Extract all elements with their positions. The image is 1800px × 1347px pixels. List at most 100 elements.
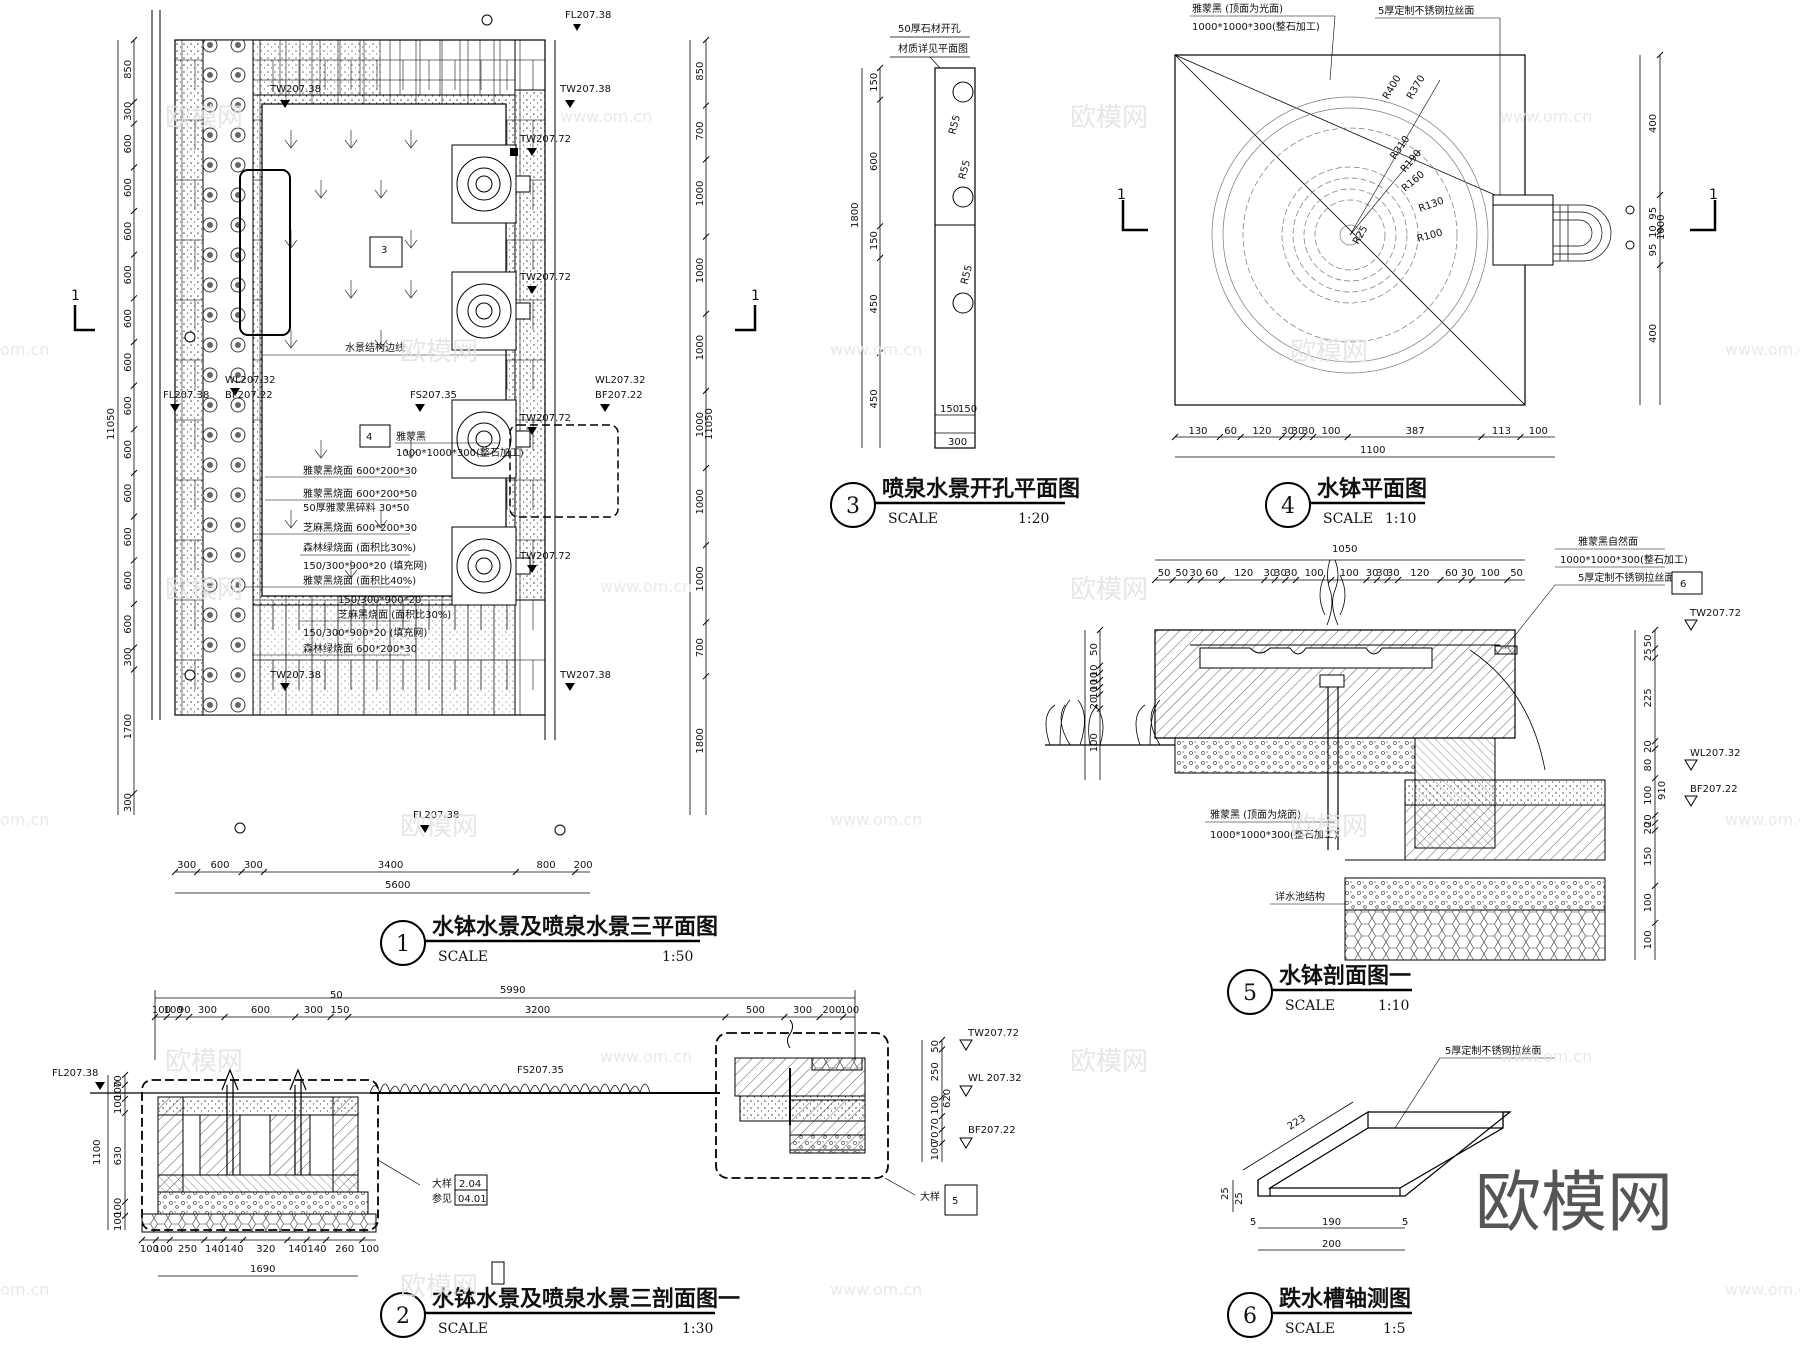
v5-dim-top-tick-5 — [1260, 576, 1268, 584]
watermark-text: 欧模网 — [400, 1272, 478, 1302]
elev-bf-left: BF207.22 — [225, 390, 273, 401]
v4-dim-bottom-8: 113 — [1492, 426, 1511, 437]
plan-dim-left-9: 600 — [123, 440, 134, 459]
sec2-dim-top-tick-10 — [816, 1013, 824, 1021]
sec2-dim-top-tick-7 — [344, 1013, 352, 1021]
v1-title: 水钵水景及喷泉水景三平面图 — [432, 914, 718, 940]
plan-dim-right-3: 1000 — [695, 258, 706, 283]
plan-material-notes: 水景结构边线 雅蒙黑 1000*1000*300(整石加工) 雅蒙黑烧面 600… — [245, 341, 524, 656]
plan-dim-right-5: 1000 — [695, 412, 706, 437]
elev-bf-right: BF207.22 — [595, 390, 643, 401]
watermark-site: www.om.cn — [1725, 340, 1800, 359]
sec2-dim-bottom-5: 320 — [256, 1244, 275, 1255]
sec2-dim-bottom-6: 140 — [288, 1244, 307, 1255]
sec2-dim-top-0: 100 — [152, 1005, 171, 1016]
v3-dim-bottom-0: 150 — [940, 404, 959, 415]
v5-dim-right-tick-1 — [1651, 645, 1659, 652]
v5-dim-left-6: 100 — [1089, 733, 1100, 752]
plan-dim-bottom-tick-3 — [260, 868, 268, 876]
sec2-dim-top-10: 200 — [822, 1005, 841, 1016]
v5-dim-right-tick-3 — [1651, 737, 1659, 745]
title-block-3: 3 喷泉水景开孔平面图 SCALE 1:20 — [830, 476, 1080, 528]
elev-fl-top: FL207.38 — [565, 10, 611, 21]
v5-dim-top-tick-14 — [1437, 576, 1444, 584]
sec2-dim-top-1: 100 — [164, 1005, 183, 1016]
v5-dim-left-tick-3 — [1096, 676, 1104, 684]
watermark-site: www.om.cn — [1725, 1280, 1800, 1299]
v3-dim-bottom-total: 300 — [948, 437, 967, 448]
v3-num: 3 — [846, 494, 860, 519]
plan-dims-left: 8503006006006006006006006006006006006006… — [123, 36, 138, 812]
watermark-text: 欧模网 — [165, 103, 243, 133]
title-block-2: 2 水钵水景及喷泉水景三剖面图一 SCALE 1:30 — [380, 1261, 740, 1338]
plan-dim-right-9: 1800 — [695, 728, 706, 753]
sec2-dim-bottom-tick-1 — [152, 1236, 160, 1244]
watermark-site: www.om.cn — [830, 810, 922, 829]
plan-dim-bottom-2: 300 — [244, 860, 263, 871]
v5-dim-top-tick-2 — [1186, 576, 1194, 584]
v6-dim-t2: 5 — [1402, 1217, 1408, 1228]
plan-dim-left-tick-8 — [130, 382, 138, 390]
plan-dim-right-tick-0 — [702, 36, 710, 44]
sec2-dim-bottom-3: 140 — [205, 1244, 224, 1255]
note-0: 水景结构边线 — [345, 341, 405, 354]
v6-dim-h2: 25 — [1234, 1192, 1245, 1205]
sec2-dim-left-1: 100 — [113, 1081, 124, 1100]
v3-dim-left-tick-0 — [876, 64, 884, 72]
v5-dim-right-tick-7 — [1651, 819, 1659, 827]
v5-dim-top-tick-13 — [1394, 576, 1402, 584]
plan-dim-right-tick-5 — [702, 387, 710, 395]
plan-dim-bottom-tick-0 — [171, 868, 179, 876]
v5-note-5: 详水池结构 — [1275, 890, 1325, 903]
v4-cut-left: 1 — [1117, 187, 1126, 203]
plan-dim-left-tick-3 — [130, 163, 138, 171]
v1-scale: 1:50 — [662, 949, 693, 965]
plan-dim-right-7: 1000 — [695, 566, 706, 591]
v5-dim-right-3: 20 — [1643, 740, 1654, 753]
plan-dim-left-14: 300 — [123, 647, 134, 666]
v4-dim-bottom-tick-8 — [1478, 433, 1485, 441]
elev-tw-bl: TW207.38 — [269, 670, 321, 681]
plan-dim-right-0: 850 — [695, 62, 706, 81]
watermark-site: www.om.cn — [830, 1280, 922, 1299]
sec2-elev-fs: FS207.35 — [517, 1065, 564, 1076]
v5-dim-top-3: 60 — [1205, 568, 1218, 579]
v5-dim-top-6: 30 — [1274, 568, 1287, 579]
elev-tw-tl: TW207.38 — [269, 84, 321, 95]
watermark-site: www.om.cn — [830, 340, 922, 359]
sec2-dim-top-9: 300 — [793, 1005, 812, 1016]
v4-dim-bottom-total: 1100 — [1360, 445, 1385, 456]
sec2-elev-tw: TW207.72 — [967, 1028, 1019, 1039]
plan-dim-left-0: 850 — [123, 60, 134, 79]
v6-dim-w-out: 200 — [1322, 1239, 1341, 1250]
sec2-dim-bottom-4: 140 — [224, 1244, 243, 1255]
sec2-dim-right-0: 50 — [930, 1040, 941, 1053]
sec2-dim-right-1: 250 — [930, 1062, 941, 1081]
v3-dim-left-total: 1800 — [850, 203, 861, 228]
sec2-detail1-ref-top: 2.04 — [459, 1179, 481, 1190]
sec2-dim-top-tick-5 — [291, 1013, 299, 1021]
hole-plan-view-3: 50厚石材开孔 材质详见平面图 R55 R55 R55 150600150450… — [850, 22, 977, 449]
v6-dim-len: 223 — [1286, 1113, 1308, 1132]
v5-scale: 1:10 — [1378, 998, 1409, 1014]
title-block-5: 5 水钵剖面图一 SCALE 1:10 — [1227, 963, 1412, 1015]
plan-dim-left-4: 600 — [123, 222, 134, 241]
sec2-dim-left-0: 70 — [113, 1075, 124, 1088]
elev-fs: FS207.35 — [410, 390, 457, 401]
v4-dim-right-tick-4 — [1656, 261, 1664, 269]
watermark-text: 欧模网 — [400, 812, 478, 842]
sec2-elev-bf: BF207.22 — [968, 1125, 1016, 1136]
sec2-dim-top-7: 3200 — [525, 1005, 550, 1016]
v4-dim-bottom-6: 100 — [1321, 426, 1340, 437]
elev-tw3: TW207.72 — [519, 413, 571, 424]
elev-wl-right: WL207.32 — [595, 375, 645, 386]
sec2-dim-bottom-tick-9 — [358, 1236, 366, 1244]
title-block-6: 6 跌水槽轴测图 SCALE 1:5 — [1227, 1286, 1412, 1338]
plan-dim-right-2: 1000 — [695, 181, 706, 206]
